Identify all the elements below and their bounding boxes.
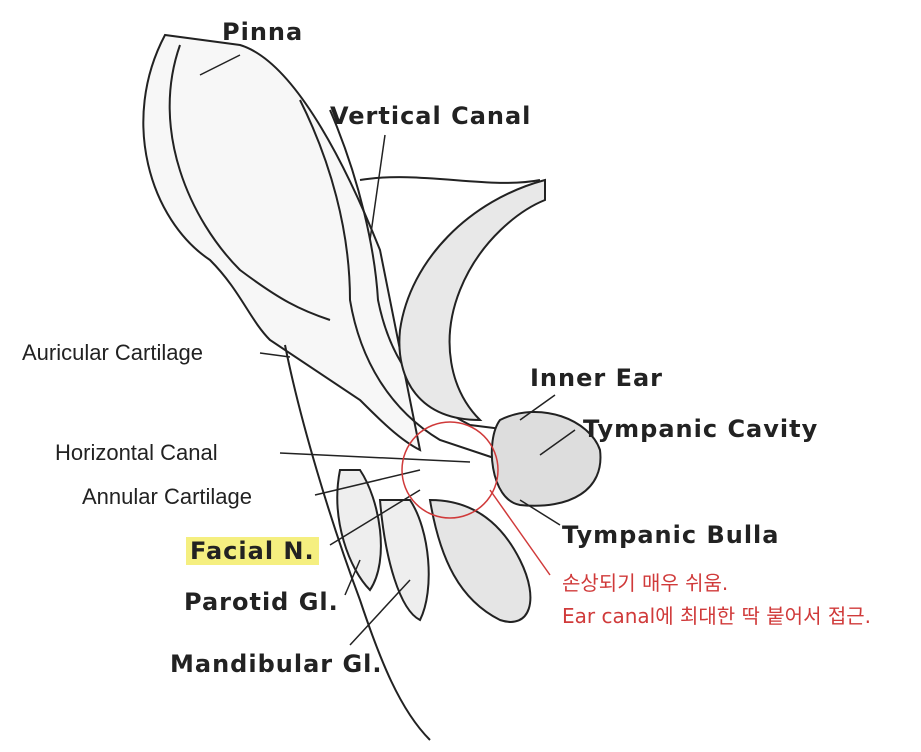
label-tympanic-bulla: Tympanic Bulla xyxy=(562,521,780,549)
parotid-gland xyxy=(336,469,382,592)
annotation-line-1: 손상되기 매우 쉬움. xyxy=(562,571,729,595)
label-pinna: Pinna xyxy=(222,18,304,46)
label-tympanic-cavity: Tympanic Cavity xyxy=(583,415,819,443)
mandibular-gland xyxy=(378,499,430,622)
danger-zone-circle xyxy=(401,421,499,519)
annotation-arrow xyxy=(489,489,551,576)
label-annular-cartilage: Annular Cartilage xyxy=(82,484,252,509)
label-horizontal-canal: Horizontal Canal xyxy=(55,440,218,465)
annotation-line-2: Ear canal에 최대한 딱 붙어서 접근. xyxy=(562,604,871,628)
label-mandibular-gl: Mandibular Gl. xyxy=(170,650,383,678)
label-inner-ear: Inner Ear xyxy=(530,364,663,392)
skull-bone xyxy=(398,178,546,422)
label-parotid-gl: Parotid Gl. xyxy=(184,588,339,616)
label-vertical-canal: Vertical Canal xyxy=(330,102,532,130)
label-facial-n: Facial N. xyxy=(186,537,319,565)
pinna-shape xyxy=(142,33,422,452)
tympanic-bulla-shape xyxy=(490,411,602,507)
label-auricular-cartilage: Auricular Cartilage xyxy=(22,340,203,365)
vertical-canal xyxy=(299,99,501,461)
